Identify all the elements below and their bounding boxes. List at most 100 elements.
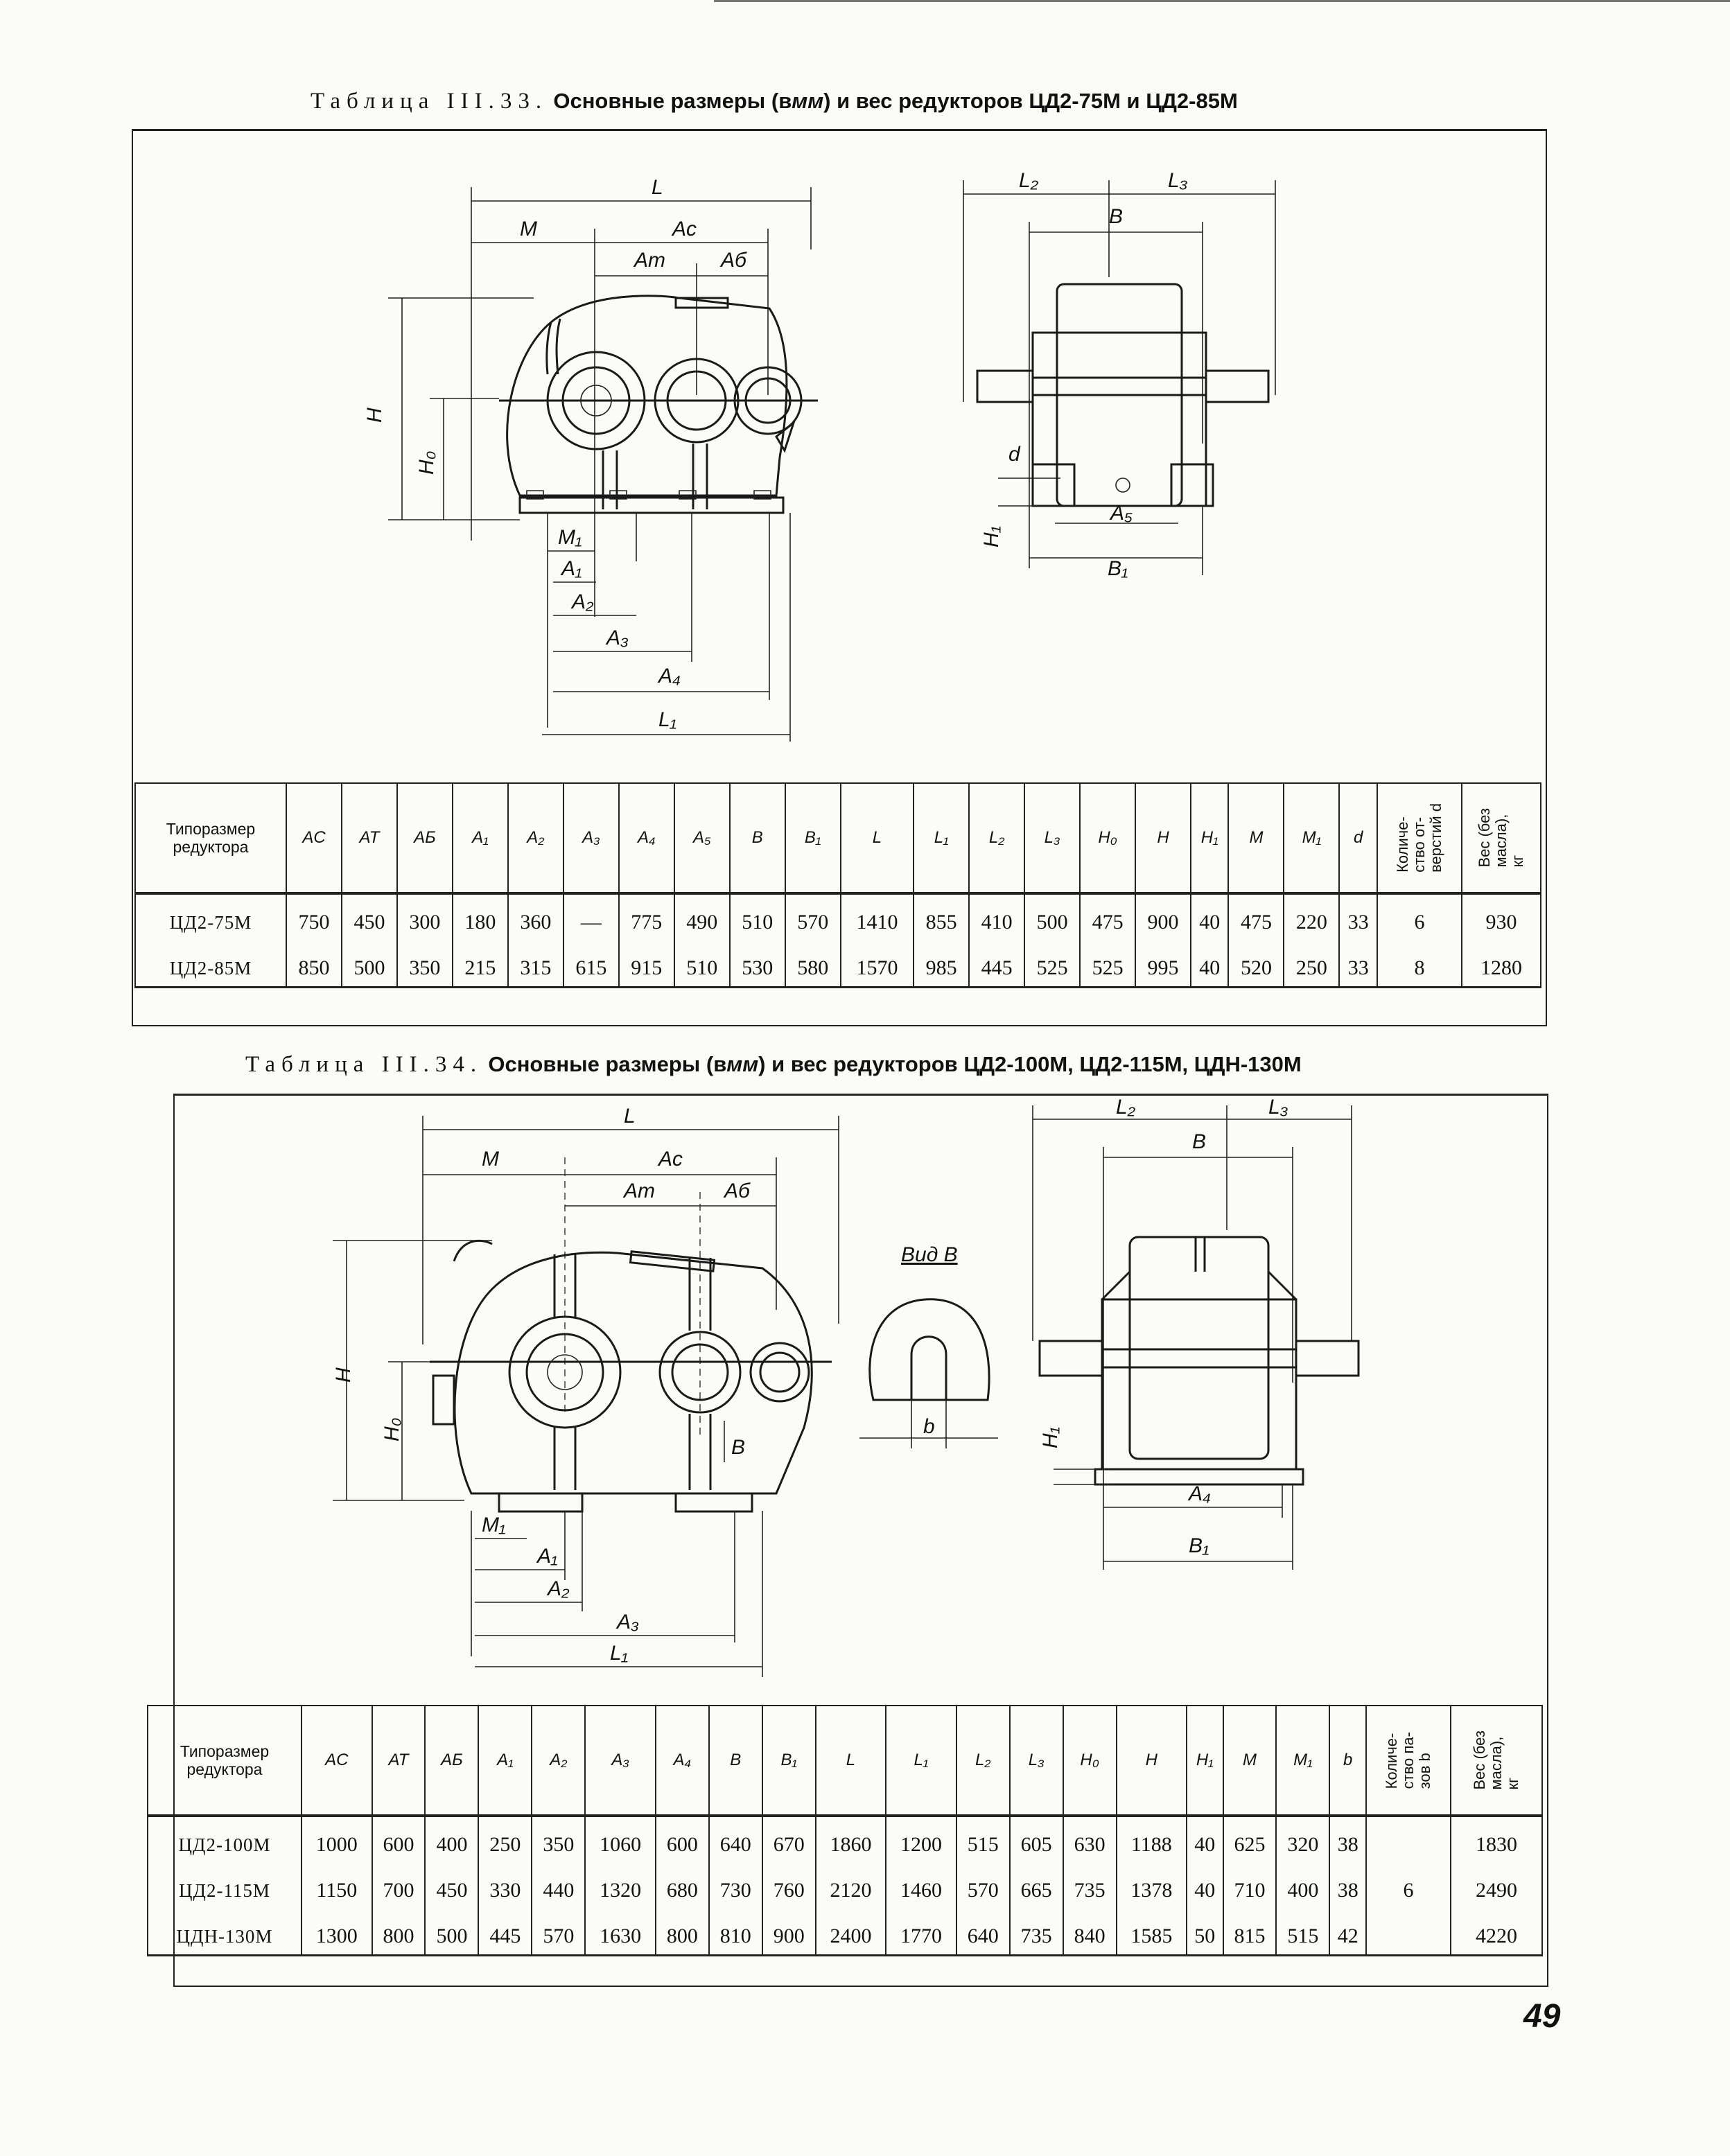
dim-M-label: M [482, 1148, 499, 1171]
dim-L3-label: L₃ [1168, 169, 1188, 192]
table-cell: 315 [507, 940, 564, 988]
table-cell: 2120 [814, 1863, 887, 1909]
table-cell: 515 [1275, 1909, 1331, 1956]
table-cell: 735 [1008, 1909, 1064, 1956]
table-cell: 1460 [885, 1863, 957, 1909]
dim-L3-label: L₃ [1268, 1096, 1288, 1119]
table-cell: 530 [728, 940, 786, 988]
table-cell: 1585 [1115, 1909, 1188, 1956]
table-cell: 900 [1135, 893, 1192, 940]
table-header-cell: AC [286, 782, 342, 895]
table-cell: 640 [708, 1816, 763, 1863]
dim-Ac-label: Ac [671, 218, 697, 240]
table-header-cell: Типоразмер редуктора [147, 1705, 302, 1817]
table-cell: 515 [955, 1816, 1011, 1863]
table-cell: 450 [424, 1863, 480, 1909]
table-cell: 215 [451, 940, 509, 988]
table-cell: 600 [654, 1816, 710, 1863]
table-cell: 40 [1186, 1863, 1224, 1909]
table-header-cell: A₁ [451, 782, 509, 895]
table-cell: 6 [1365, 1816, 1451, 1956]
table-cell: 930 [1461, 893, 1541, 940]
table-cell: 915 [618, 940, 675, 988]
table-cell: 600 [371, 1816, 426, 1863]
table-cell: 33 [1338, 893, 1378, 940]
table-header-cell: B₁ [761, 1705, 816, 1817]
table-cell: 180 [451, 893, 509, 940]
model-name-cell: ЦД2-75М [134, 893, 287, 940]
table-cell: 640 [955, 1909, 1011, 1956]
table-cell: 525 [1079, 940, 1137, 988]
table-33-caption: Таблица III.33. Основные размеры (вмм) и… [311, 89, 1238, 114]
dim-L-label: L [652, 176, 663, 199]
table-cell: 630 [1062, 1816, 1117, 1863]
table-cell: 330 [478, 1863, 533, 1909]
table-cell: 250 [1283, 940, 1340, 988]
table-cell: 570 [784, 893, 841, 940]
dim-B-label: B [1192, 1130, 1206, 1153]
model-name-cell: ЦД2-85М [134, 940, 287, 988]
dim-A4-label: A₄ [1187, 1482, 1211, 1505]
table-cell: 500 [424, 1909, 480, 1956]
table-cell: 1830 [1450, 1816, 1543, 1863]
reducer-75-front-view: L M Ac Aт Aб H H₀ M₁ A₁ A₂ A₃ A₄ L₁ [363, 176, 859, 762]
dim-d-label: d [1008, 443, 1021, 466]
table-cell: 625 [1222, 1816, 1277, 1863]
dim-H-label: H [363, 407, 386, 423]
table-header-cell: A₃ [584, 1705, 656, 1817]
table-cell: 4220 [1450, 1909, 1543, 1956]
table-cell: 800 [371, 1909, 426, 1956]
table-cell: 525 [1024, 940, 1081, 988]
dim-Ab-label: Aб [723, 1180, 751, 1202]
table-cell: 300 [396, 893, 453, 940]
dim-A3-label: A₃ [615, 1611, 639, 1633]
table-cell: 1770 [885, 1909, 957, 1956]
table-cell: 815 [1222, 1909, 1277, 1956]
table-cell: 38 [1329, 1816, 1367, 1863]
table-header-cell: AT [340, 782, 398, 895]
table-cell: 490 [673, 893, 731, 940]
table-header-cell: H [1135, 782, 1192, 895]
dim-A2-label: A₂ [546, 1577, 570, 1600]
table-header-cell: Количе- ство па- зов b [1383, 1731, 1433, 1789]
table-cell: 1060 [584, 1816, 656, 1863]
table-header-cell: AБ [424, 1705, 480, 1817]
table-header-cell: A₂ [531, 1705, 586, 1817]
view-b-detail: Вид В b [859, 1243, 1012, 1455]
table-cell: 400 [424, 1816, 480, 1863]
table-header-cell: L₃ [1024, 782, 1081, 895]
table-header-cell: d [1338, 782, 1378, 895]
table-cell: 1188 [1115, 1816, 1188, 1863]
table-cell: 40 [1186, 1816, 1224, 1863]
table-cell: 700 [371, 1863, 426, 1909]
table-cell: 665 [1008, 1863, 1064, 1909]
table-header-cell: b [1329, 1705, 1367, 1817]
dim-L-label: L [624, 1105, 636, 1128]
dim-B-label: B [1109, 205, 1123, 228]
table-cell: 1150 [301, 1863, 373, 1909]
table-header-cell: Типоразмер редуктора [134, 782, 287, 895]
view-b-label: Вид В [901, 1243, 958, 1266]
dim-A1-label: A₁ [560, 557, 582, 580]
table-cell: 410 [968, 893, 1026, 940]
dim-At-label: Aт [622, 1180, 655, 1202]
table-cell: 42 [1329, 1909, 1367, 1956]
table-header-cell: A₄ [654, 1705, 710, 1817]
table-cell: 775 [618, 893, 675, 940]
table-cell: 40 [1190, 893, 1230, 940]
table-cell: 1320 [584, 1863, 656, 1909]
table-cell: 520 [1227, 940, 1285, 988]
table-header-cell: L₂ [955, 1705, 1011, 1817]
dim-A2-label: A₂ [570, 590, 594, 613]
table-cell: 350 [531, 1816, 586, 1863]
table-header-cell: A₃ [562, 782, 620, 895]
table-cell: 1378 [1115, 1863, 1188, 1909]
table-cell: 445 [968, 940, 1026, 988]
table-header-cell: A₅ [673, 782, 731, 895]
dim-M-label: M [520, 218, 537, 240]
table-cell: 615 [562, 940, 620, 988]
model-name-cell: ЦДН-130М [147, 1909, 302, 1956]
table-cell: 320 [1275, 1816, 1331, 1863]
table-33-header-row: Типоразмер редуктора AC AT AБ A₁ A₂ A₃ A… [134, 782, 1541, 895]
